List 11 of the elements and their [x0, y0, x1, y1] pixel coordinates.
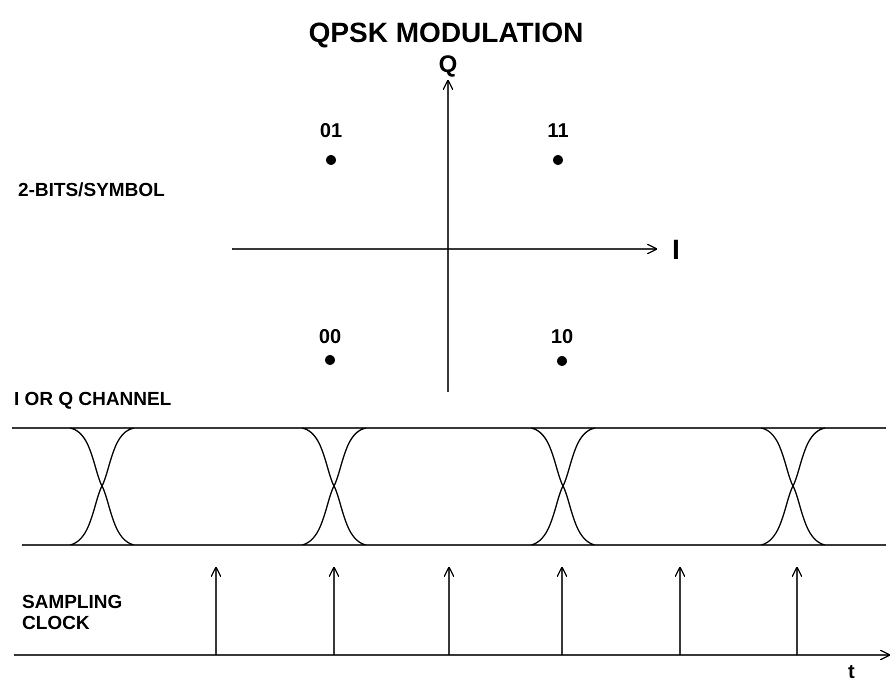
title: QPSK MODULATION [308, 18, 584, 49]
symbol-label: 00 [318, 326, 342, 348]
row-label: SAMPLING CLOCK [22, 593, 124, 635]
row-label: I OR Q CHANNEL [14, 390, 172, 411]
row-label: 2-BITS/SYMBOL [18, 181, 165, 202]
symbol-label: 11 [546, 120, 570, 142]
axis-label: t [848, 661, 855, 683]
symbol-label: 01 [318, 120, 344, 142]
symbol-label: 10 [550, 326, 574, 348]
axis-label: Q [438, 52, 458, 78]
axis-label: I [672, 235, 680, 266]
